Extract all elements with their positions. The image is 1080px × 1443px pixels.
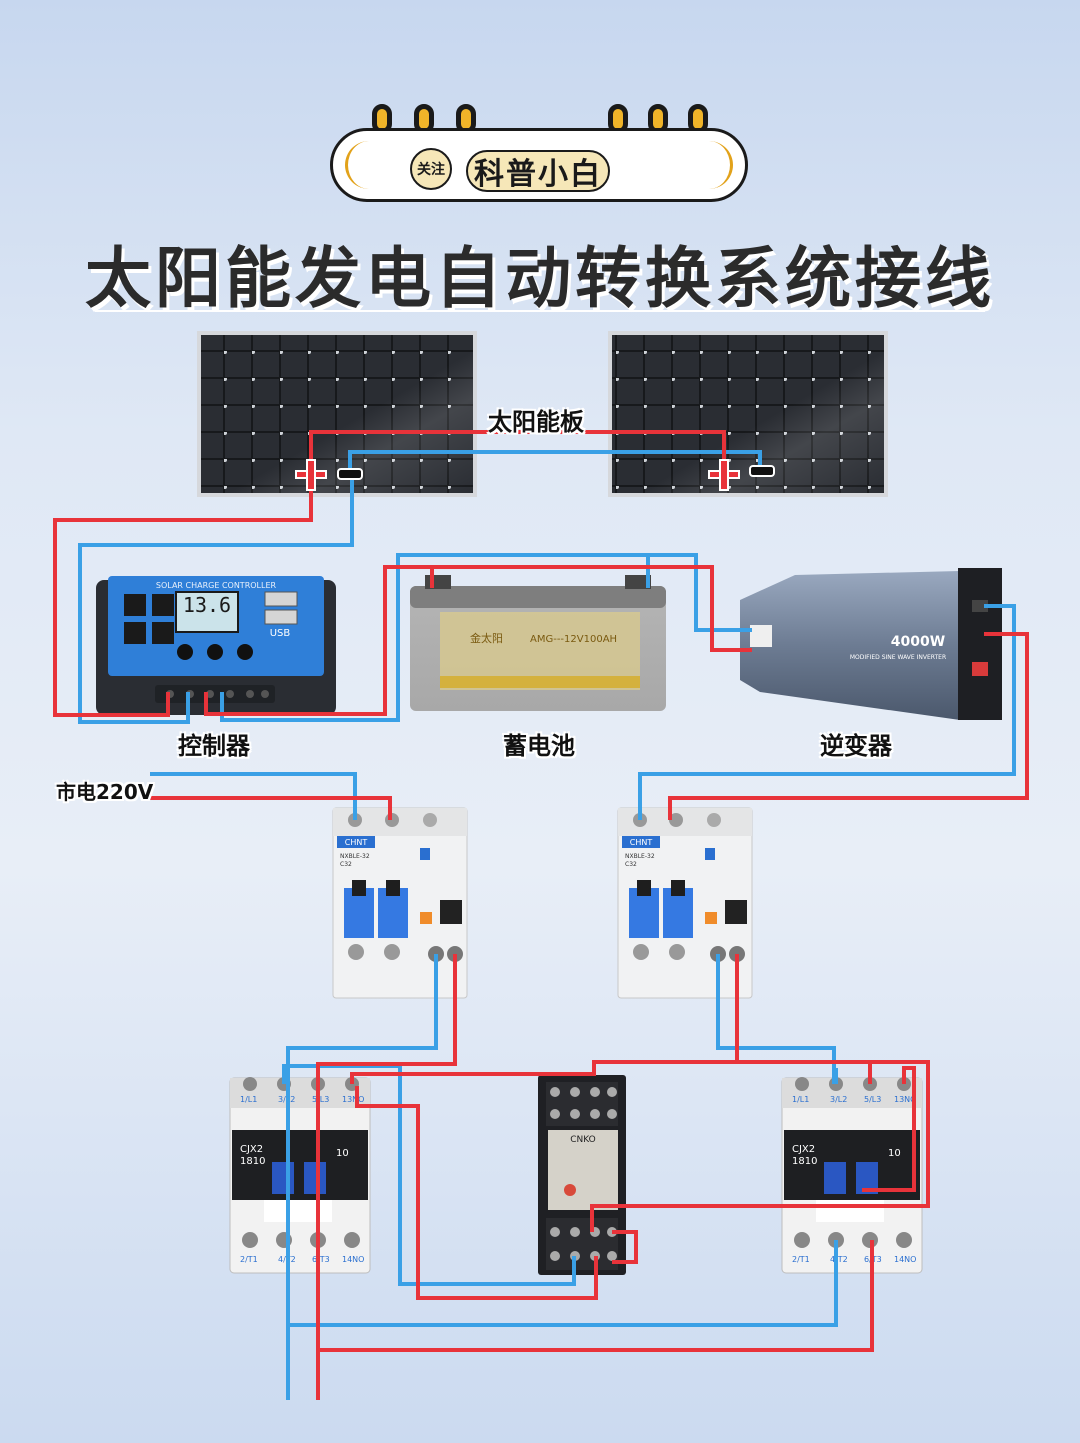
label-mains: 市电220V <box>56 780 154 804</box>
contactor-right-13no: 13NO <box>894 1095 916 1104</box>
contactor-left-code: 1810 <box>240 1156 265 1167</box>
solar-panel-right <box>608 331 888 497</box>
contactor-right: 1/L1 3/L2 5/L3 13NO CJX2 1810 10 2/T1 4/… <box>781 1077 923 1274</box>
label-controller: 控制器 <box>178 732 250 760</box>
negative-wires <box>78 450 1016 1400</box>
page-title: 太阳能发电自动转换系统接线 <box>85 240 995 317</box>
contactor-right-t2: 4/T2 <box>830 1255 848 1264</box>
wire <box>318 1240 874 1352</box>
wire <box>348 450 762 474</box>
wire <box>648 553 752 632</box>
contactor-right-l2: 3/L2 <box>830 1095 847 1104</box>
label-battery: 蓄电池 <box>503 732 575 760</box>
contactor-right-num: 10 <box>888 1148 901 1159</box>
breaker-right-rating: C32 <box>625 861 637 868</box>
title-divider <box>95 310 985 312</box>
controller-usb-label: USB <box>270 628 291 639</box>
wire <box>150 772 357 820</box>
battery-brand: 金太阳 <box>470 631 503 645</box>
contactor-left-t3: 6/T3 <box>312 1255 330 1264</box>
wire <box>735 954 872 1084</box>
positive-terminal-icon <box>708 459 740 491</box>
contactor-right-code: 1810 <box>792 1156 817 1167</box>
contactor-left-l1: 1/L1 <box>240 1095 257 1104</box>
contactor-left-t1: 2/T1 <box>240 1255 258 1264</box>
controller-reading: 13.6 <box>183 593 231 617</box>
contactor-right-14no: 14NO <box>894 1255 916 1264</box>
wire <box>53 474 313 717</box>
label-solar-panel: 太阳能板 <box>488 408 584 436</box>
wire <box>204 565 434 716</box>
contactor-left-14no: 14NO <box>342 1255 364 1264</box>
wire <box>288 1240 838 1327</box>
wire <box>309 430 726 474</box>
wire <box>432 565 752 652</box>
inverter-desc: MODIFIED SINE WAVE INVERTER <box>850 654 946 661</box>
breaker-left-brand: CHNT <box>345 838 368 847</box>
positive-terminal-icon <box>295 459 327 491</box>
brand-name: 科普小白 <box>466 150 610 192</box>
wire <box>716 954 836 1084</box>
wire <box>316 954 457 1240</box>
positive-wires <box>53 430 1029 1400</box>
breaker-right-brand: CHNT <box>630 838 653 847</box>
relay-brand: CNKO <box>570 1135 596 1145</box>
wire <box>286 954 438 1240</box>
wire <box>355 1086 598 1300</box>
battery: 金太阳 AMG---12V100AH <box>410 575 666 711</box>
contactor-left-num: 10 <box>336 1148 349 1159</box>
breaker-right-model: NXBLE-32 <box>625 853 655 860</box>
solar-panel-left <box>197 331 477 497</box>
breaker-right: CHNT NXBLE-32 C32 <box>617 807 753 999</box>
contactor-right-model: CJX2 <box>792 1144 815 1155</box>
negative-terminal-icon <box>337 468 363 480</box>
breaker-left: CHNT NXBLE-32 C32 <box>332 807 468 999</box>
wire <box>862 1066 916 1192</box>
breaker-left-rating: C32 <box>340 861 352 868</box>
contactor-right-l3: 5/L3 <box>864 1095 881 1104</box>
negative-terminal-icon <box>749 465 775 477</box>
contactor-right-t1: 2/T1 <box>792 1255 810 1264</box>
wire <box>668 632 1029 820</box>
wire <box>350 1060 930 1232</box>
contactor-left-l3: 5/L3 <box>312 1095 329 1104</box>
contactor-right-l1: 1/L1 <box>792 1095 809 1104</box>
contactor-left-model: CJX2 <box>240 1144 263 1155</box>
label-inverter: 逆变器 <box>820 732 892 760</box>
controller-title: SOLAR CHARGE CONTROLLER <box>156 581 277 590</box>
relay: CNKO <box>538 1075 626 1275</box>
inverter-rating: 4000W <box>891 634 945 650</box>
wire <box>150 796 392 820</box>
wire <box>612 1230 638 1264</box>
wire <box>638 604 1016 820</box>
battery-model: AMG---12V100AH <box>530 634 617 645</box>
wire <box>78 474 354 724</box>
follow-button[interactable]: 关注 <box>410 148 452 190</box>
breaker-left-model: NXBLE-32 <box>340 853 370 860</box>
contactor-left-13no: 13NO <box>342 1095 364 1104</box>
contactor-left: 1/L1 3/L2 5/L3 13NO CJX2 1810 10 2/T1 4/… <box>229 1077 371 1274</box>
inverter: 4000W MODIFIED SINE WAVE INVERTER <box>740 568 1002 720</box>
charge-controller: SOLAR CHARGE CONTROLLER 13.6 USB <box>96 576 336 715</box>
wire <box>282 1064 576 1286</box>
